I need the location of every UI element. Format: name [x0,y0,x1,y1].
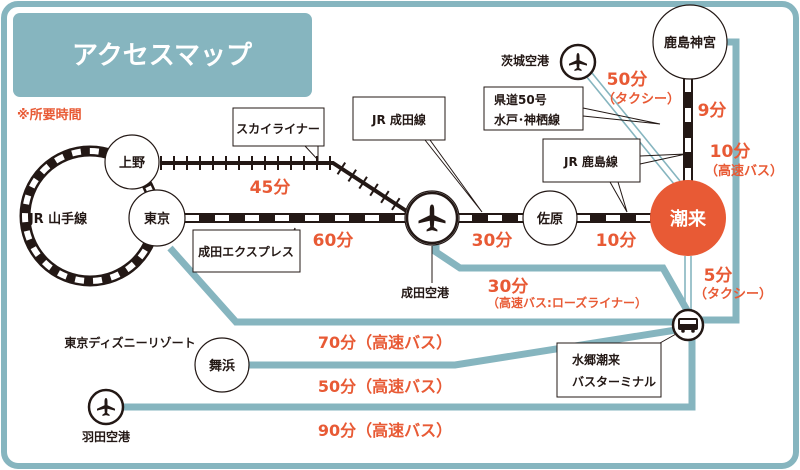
label-maihama: 舞浜 [208,358,235,374]
label-ueno: 上野 [119,156,145,171]
callout-boxes [192,86,662,398]
mode-ibaraki-itako: （タクシー） [602,91,680,107]
label-sawara: 佐原 [536,211,563,227]
station-sawara [522,190,578,246]
time-itako-terminal: 5分 [704,266,733,286]
label-disney: 東京ディズニーリゾート [64,335,195,350]
label-haneda-airport: 羽田空港 [82,429,131,444]
label-itako: 潮来 [670,209,707,230]
title-banner [13,13,312,97]
mode-kashima-terminal: （高速バス） [705,163,783,179]
label-kashima-jingu: 鹿島神宮 [664,35,716,51]
route-maihama-terminal [249,326,677,369]
station-tokyo [128,189,186,247]
label-tokyo: 東京 [144,211,170,227]
time-tokyo-terminal: 70分（高速バス） [318,333,452,352]
callout-narita-line: JR 成田線 [371,112,426,127]
station-itako [650,180,726,256]
time-ueno-narita: 45分 [250,178,291,198]
time-haneda-terminal: 90分（高速バス） [318,421,452,440]
page-title: アクセスマップ [72,41,253,71]
callout-skyliner: スカイライナー [236,122,320,136]
time-kashima-terminal: 10分 [710,142,751,162]
callout-route50-line2: 水戸･神栖線 [494,112,560,127]
time-tokyo-narita: 60分 [313,231,354,251]
route-kashima-terminal [700,38,740,324]
bus-icon [678,318,698,333]
time-sawara-itako: 10分 [596,231,637,251]
callout-terminal-line1: 水郷潮来 [572,352,621,367]
route-tokyo-terminal [167,245,675,326]
station-kashima-jingu [652,4,728,80]
skyliner-track [160,161,410,214]
mode-narita-terminal: （高速バス:ローズライナー） [487,295,647,310]
label-ibaraki-airport: 茨城空港 [501,53,550,68]
callout-terminal-line2: バスターミナル [572,375,656,389]
callout-kashima-line: JR 鹿島線 [563,154,618,169]
time-ibaraki-itako: 50分 [607,70,648,90]
time-kashima-itako: 9分 [698,101,727,121]
taxi-routes [585,72,692,310]
bus-routes [124,38,740,411]
time-narita-terminal: 30分 [488,277,529,297]
rail-tracks [185,78,693,223]
callout-route50-line1: 県道50号 [494,92,547,107]
station-ueno [104,134,160,190]
mode-itako-terminal: （タクシー） [694,286,772,302]
callout-narita-express: 成田エクスプレス [198,244,294,259]
route-narita-terminal [432,245,692,314]
label-yamanote: JR 山手線 [28,211,88,227]
route-haneda-terminal [124,338,696,411]
duration-note: ※所要時間 [17,107,82,123]
time-narita-sawara: 30分 [472,231,513,251]
time-maihama-terminal: 50分（高速バス） [318,377,452,396]
label-narita-airport: 成田空港 [401,285,450,300]
station-maihama [194,337,250,393]
